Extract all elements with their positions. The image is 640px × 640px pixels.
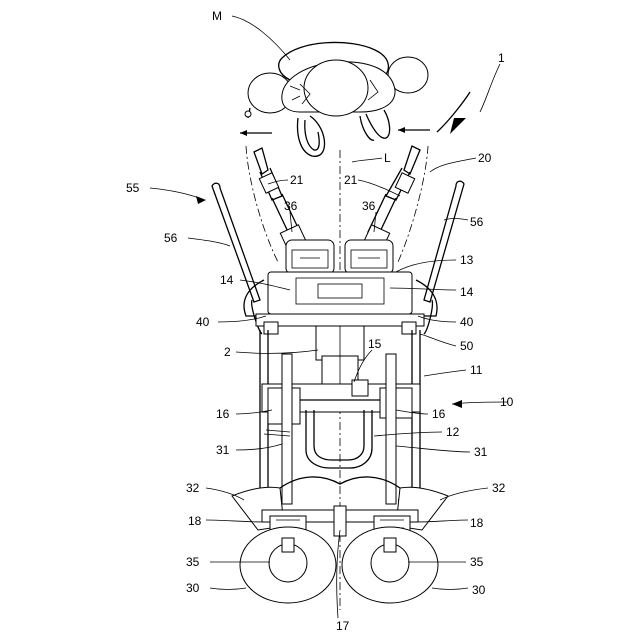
label-17: 17 <box>336 619 350 633</box>
label-30-left: 30 <box>186 581 200 595</box>
label-18-right: 18 <box>470 516 484 530</box>
upper-frame <box>244 272 437 390</box>
label-50: 50 <box>460 339 474 353</box>
label-55: 55 <box>126 181 140 195</box>
label-40-left: 40 <box>196 315 210 329</box>
label-21-left: 21 <box>290 173 304 187</box>
label-32-left: 32 <box>186 481 200 495</box>
label-13: 13 <box>460 253 474 267</box>
label-31-right: 31 <box>474 445 488 459</box>
label-21-right: 21 <box>344 173 358 187</box>
label-36-left: 36 <box>284 199 298 213</box>
label-56-left: 56 <box>164 231 178 245</box>
label-16-left: 16 <box>216 407 230 421</box>
label-16-right: 16 <box>432 407 446 421</box>
arm-assembly <box>246 146 428 274</box>
label-1: 1 <box>498 51 505 65</box>
label-10: 10 <box>500 395 514 409</box>
label-M: M <box>212 9 222 23</box>
label-40-right: 40 <box>460 315 474 329</box>
label-56-right: 56 <box>470 215 484 229</box>
person-figure <box>245 42 428 156</box>
label-11: 11 <box>470 363 483 377</box>
label-14-right: 14 <box>460 285 474 299</box>
label-L: L <box>384 151 391 165</box>
label-14-left: 14 <box>220 273 234 287</box>
label-30-right: 30 <box>472 583 486 597</box>
label-36-right: 36 <box>362 199 376 213</box>
label-2: 2 <box>224 345 231 359</box>
label-18-left: 18 <box>188 514 202 528</box>
label-35-left: 35 <box>186 555 200 569</box>
label-31-left: 31 <box>216 443 230 457</box>
label-20: 20 <box>478 151 492 165</box>
label-15: 15 <box>368 337 382 351</box>
label-32-right: 32 <box>492 481 506 495</box>
label-35-right: 35 <box>470 555 484 569</box>
label-12: 12 <box>446 425 460 439</box>
